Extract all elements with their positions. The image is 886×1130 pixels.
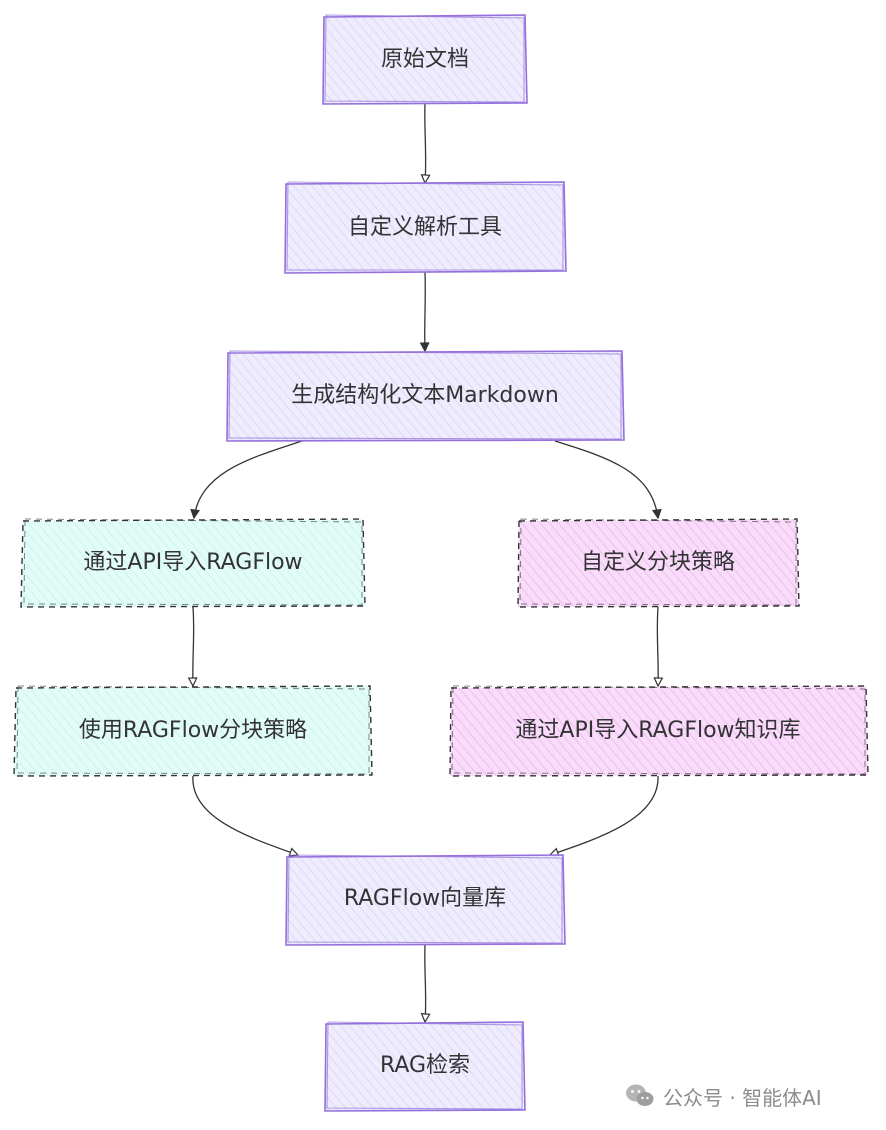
node-api-import-kb: 通过API导入RAGFlow知识库 [449, 685, 869, 777]
wechat-icon [625, 1083, 655, 1109]
watermark-text: 公众号 · 智能体AI [663, 1085, 822, 1110]
node-vector-store: RAGFlow向量库 [285, 854, 566, 946]
edge-kb-import-to-vector [548, 775, 659, 857]
node-vector-store-label: RAGFlow向量库 [344, 886, 506, 911]
node-raw-doc-label: 原始文档 [381, 47, 469, 72]
node-generate-markdown-label: 生成结构化文本Markdown [291, 383, 559, 408]
node-rag-retrieval-label: RAG检索 [380, 1053, 470, 1078]
edges [187, 102, 664, 1024]
node-api-import-ragflow: 通过API导入RAGFlow [20, 518, 366, 608]
node-rag-retrieval: RAG检索 [324, 1021, 526, 1112]
edge-parser-to-markdown [419, 271, 430, 353]
edge-markdown-to-api-import [190, 440, 303, 520]
node-generate-markdown: 生成结构化文本Markdown [226, 350, 625, 442]
edge-api-import-to-ragflow-chunking [187, 606, 198, 688]
node-api-import-ragflow-label: 通过API导入RAGFlow [83, 550, 302, 575]
node-custom-parser: 自定义解析工具 [284, 181, 567, 274]
node-ragflow-chunking: 使用RAGFlow分块策略 [13, 685, 373, 777]
edge-markdown-to-custom-chunking [554, 440, 662, 520]
node-raw-doc: 原始文档 [322, 14, 528, 105]
node-api-import-kb-label: 通过API导入RAGFlow知识库 [515, 718, 800, 743]
edge-ragflow-chunking-to-vector [192, 775, 300, 857]
node-custom-chunking: 自定义分块策略 [517, 518, 800, 608]
watermark: 公众号 · 智能体AI [625, 1080, 822, 1112]
node-custom-parser-label: 自定义解析工具 [348, 215, 502, 240]
node-custom-chunking-label: 自定义分块策略 [581, 550, 735, 575]
edge-vector-to-retrieval [420, 944, 431, 1024]
edge-custom-chunking-to-kb-import [653, 606, 664, 688]
node-ragflow-chunking-label: 使用RAGFlow分块策略 [79, 718, 307, 743]
edge-raw-to-parser [420, 102, 431, 185]
